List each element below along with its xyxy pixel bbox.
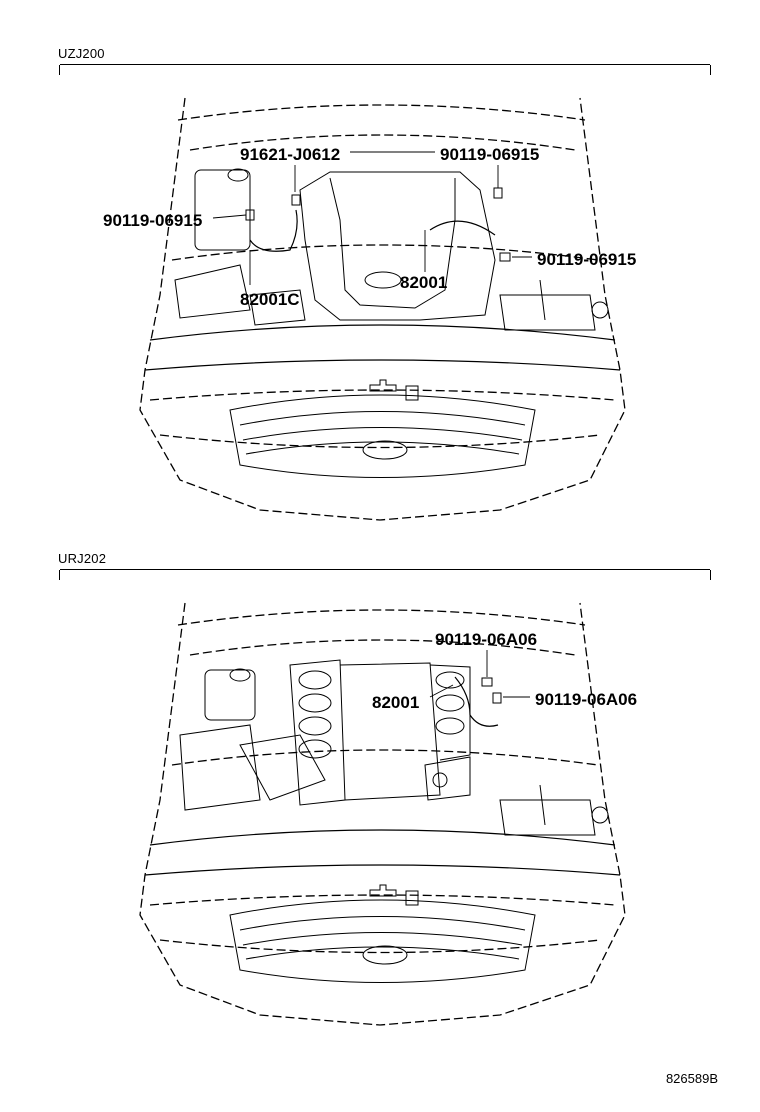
callout-sensor-main: 82001 [400, 273, 447, 292]
engine-cover-ridge [329, 177, 456, 309]
bumper-top [144, 359, 621, 371]
section-label-urj202: URJ202 [58, 551, 107, 566]
reservoir-tank [204, 669, 256, 721]
sensor-harness [454, 676, 499, 727]
grille-bar [245, 946, 520, 960]
intake-port [298, 716, 332, 736]
callout-bolt-b: 90119-06A06 [535, 690, 637, 709]
hood-latch [369, 379, 397, 392]
callout-bolt-d: 90119-06915 [537, 250, 636, 269]
intake-port [298, 693, 332, 713]
bolt-icon [291, 194, 301, 206]
engine-bay-diagram-uzj200: 91621-J0612 90119-06915 90119-06915 9011… [103, 97, 636, 521]
engine-bay-diagram-urj202: 90119-06A06 90119-06A06 82001 [139, 602, 637, 1026]
reservoir-cap [227, 168, 249, 182]
car-body-outline [139, 97, 626, 521]
bolt-icon [492, 692, 502, 704]
oil-cap [364, 271, 402, 289]
callout-bolt-a: 90119-06A06 [435, 630, 537, 649]
intake-port [435, 717, 465, 735]
grille-bar [245, 441, 520, 455]
fuse-cap [591, 301, 609, 319]
firewall-line [171, 244, 599, 261]
radiator-support [149, 829, 616, 846]
hood-latch [369, 884, 397, 897]
sensor-harness-left [249, 209, 298, 252]
callout-bolt-b: 90119-06915 [440, 145, 539, 164]
bumper-lower [159, 434, 601, 449]
figure-id: 826589B [665, 1071, 718, 1086]
hood-latch-striker [405, 385, 419, 401]
section-label-uzj200: UZJ200 [58, 46, 105, 61]
grille [229, 394, 536, 478]
battery-box [174, 264, 251, 319]
strut-right [539, 279, 546, 321]
bumper-lower [159, 939, 601, 954]
callout-bolt-c: 90119-06915 [103, 211, 202, 230]
reservoir-cap [229, 668, 251, 682]
leader-line [212, 214, 247, 219]
intake-port [435, 694, 465, 712]
bolt-icon [481, 677, 493, 687]
hood-edge [177, 104, 586, 121]
reservoir-tank [194, 169, 251, 251]
air-filter-box [499, 294, 596, 331]
throttle-body [424, 756, 471, 801]
grille-bar [242, 932, 523, 946]
fuse-cap [591, 806, 609, 824]
grille-bar [242, 427, 523, 441]
grille-bar [239, 916, 526, 931]
bolt-icon [499, 252, 511, 262]
air-duct [239, 734, 326, 801]
engine-cover [299, 171, 496, 321]
callout-bolt-a: 91621-J0612 [240, 145, 340, 164]
grille [229, 899, 536, 983]
emblem [362, 440, 408, 460]
sensor-harness-right [429, 220, 496, 236]
hood-edge [177, 609, 586, 626]
firewall-line [171, 749, 599, 766]
intake-plenum [339, 662, 441, 801]
callout-sensor-left: 82001C [240, 290, 300, 309]
hood-latch-striker [405, 890, 419, 906]
strut-right [539, 784, 546, 826]
throttle-port [432, 772, 448, 788]
air-filter-box [499, 799, 596, 836]
relay-block [249, 289, 306, 326]
intake-port [435, 671, 465, 689]
car-body-outline [139, 602, 626, 1026]
leader-line [429, 684, 454, 698]
bumper-top [144, 864, 621, 876]
intake-port [298, 739, 332, 759]
grille-bar [239, 411, 526, 426]
radiator-support [149, 324, 616, 341]
callout-sensor-main: 82001 [372, 693, 419, 712]
section-bracket [59, 569, 711, 580]
intake-port [298, 670, 332, 690]
emblem [362, 945, 408, 965]
battery-box [179, 724, 261, 811]
bolt-icon [493, 187, 503, 199]
section-bracket [59, 64, 711, 75]
